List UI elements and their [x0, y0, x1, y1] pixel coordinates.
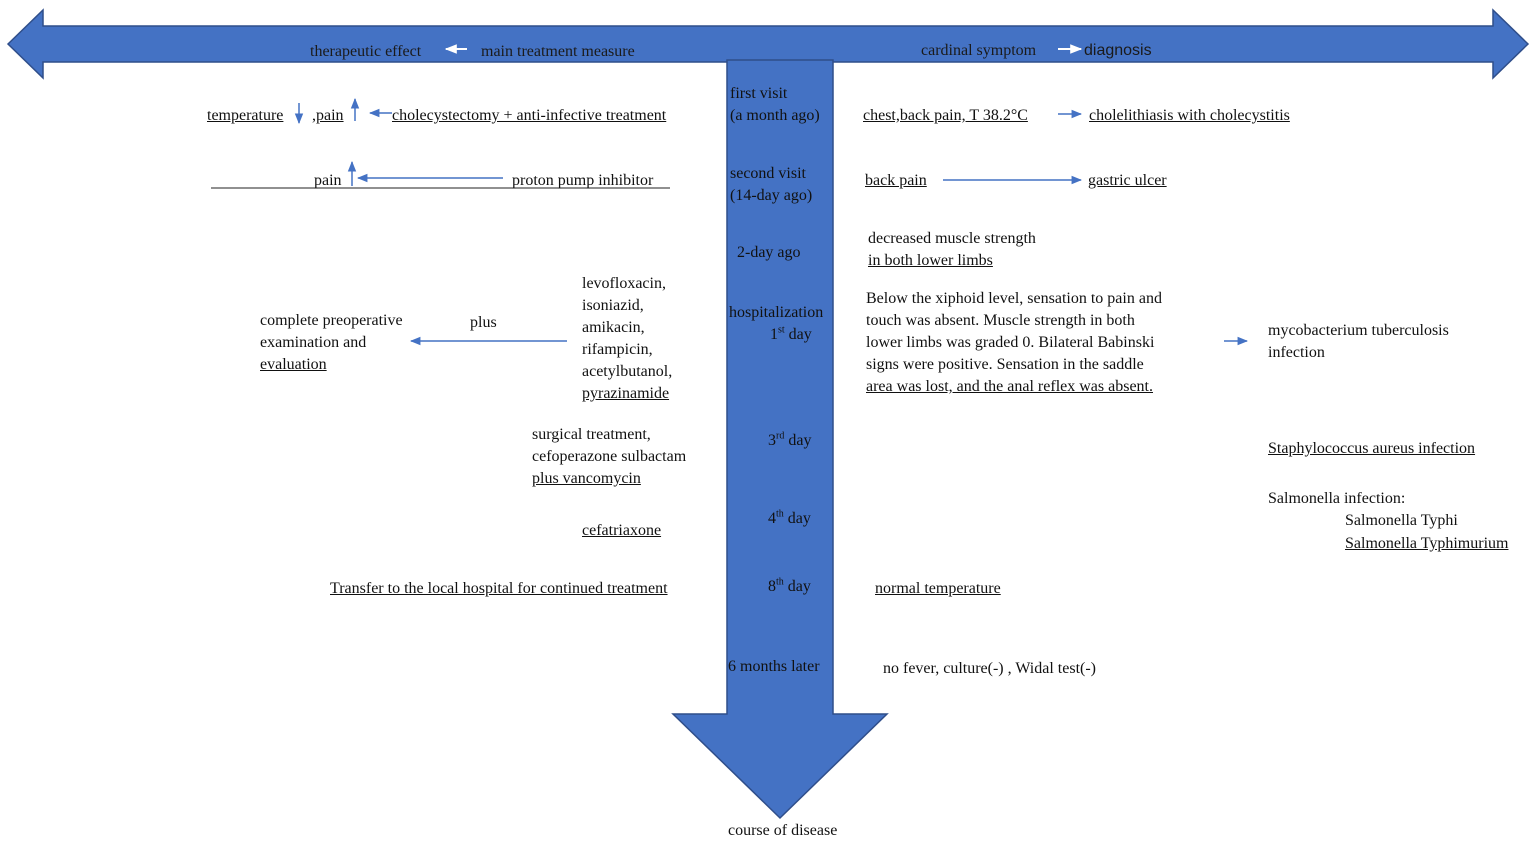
drug-item: acetylbutanol,	[582, 363, 673, 380]
drug-item: pyrazinamide	[582, 385, 670, 402]
drug-item: levofloxacin,	[582, 275, 666, 292]
preoperative-line: examination and	[260, 334, 367, 351]
diagnosis-header: diagnosis	[1084, 42, 1152, 59]
second-visit-time: (14-day ago)	[730, 187, 813, 204]
gastric-ulcer-diagnosis: gastric ulcer	[1088, 172, 1167, 189]
day-1-label: 1st day	[770, 324, 812, 343]
surgical-treatment-measure: surgical treatment, cefoperazone sulbact…	[532, 424, 686, 490]
staph-diagnosis: Staphylococcus aureus infection	[1268, 440, 1476, 457]
no-fever-symptom: no fever, culture(-) , Widal test(-)	[883, 660, 1096, 677]
neuro-line: touch was absent. Muscle strength in bot…	[866, 312, 1135, 329]
hospitalization-label: hospitalization	[729, 304, 824, 321]
neuro-exam-symptom: Below the xiphoid level, sensation to pa…	[866, 288, 1162, 398]
vertical-down-arrow	[671, 59, 889, 820]
tuberculosis-diagnosis: mycobacterium tuberculosis infection	[1268, 320, 1449, 364]
preoperative-line: complete preoperative	[260, 312, 403, 329]
drug-item: amikacin,	[582, 319, 645, 336]
pain-effect: ,pain	[312, 107, 344, 124]
first-visit-label: first visit	[730, 85, 788, 102]
therapeutic-effect-header: therapeutic effect	[310, 43, 422, 60]
neuro-line: signs were positive. Sensation in the sa…	[866, 356, 1144, 373]
cefatriaxone-measure: cefatriaxone	[582, 522, 662, 539]
day-8-label: 8th day	[768, 576, 811, 595]
cholelithiasis-diagnosis: cholelithiasis with cholecystitis	[1089, 107, 1290, 124]
drug-item: rifampicin,	[582, 341, 653, 358]
main-treatment-measure-header: main treatment measure	[481, 43, 635, 60]
tb-line: mycobacterium tuberculosis	[1268, 322, 1449, 339]
day-3-label: 3rd day	[768, 430, 812, 449]
salmonella-diagnosis: Salmonella infection:	[1268, 490, 1406, 507]
plus-label: plus	[470, 314, 497, 331]
two-day-ago-label: 2-day ago	[737, 244, 801, 261]
salmonella-typhi: Salmonella Typhi	[1345, 512, 1458, 529]
day-4-label: 4th day	[768, 508, 811, 527]
second-visit-label: second visit	[730, 165, 806, 182]
muscle-line: decreased muscle strength	[868, 230, 1036, 247]
cholecystectomy-measure: cholecystectomy + anti-infective treatme…	[392, 107, 667, 124]
pain-effect-2: pain	[314, 172, 342, 189]
drug-item: isoniazid,	[582, 297, 644, 314]
neuro-line: area was lost, and the anal reflex was a…	[866, 378, 1153, 395]
preoperative-line: evaluation	[260, 356, 327, 373]
drug-list: levofloxacin, isoniazid, amikacin, rifam…	[582, 273, 672, 405]
course-of-disease-label: course of disease	[728, 822, 838, 839]
preoperative-effect: complete preoperative examination and ev…	[260, 310, 403, 376]
surgical-line: cefoperazone sulbactam	[532, 448, 687, 465]
temperature-effect: temperature	[207, 107, 284, 124]
tb-line: infection	[1268, 344, 1325, 361]
neuro-line: Below the xiphoid level, sensation to pa…	[866, 290, 1162, 307]
transfer-measure: Transfer to the local hospital for conti…	[330, 580, 668, 597]
six-months-later-label: 6 months later	[728, 658, 820, 675]
chest-back-pain-symptom: chest,back pain, T 38.2°C	[863, 107, 1028, 124]
surgical-line: plus vancomycin	[532, 470, 641, 487]
ppi-measure: proton pump inhibitor	[512, 172, 654, 189]
muscle-line: in both lower limbs	[868, 252, 993, 269]
horizontal-double-arrow	[6, 8, 1530, 80]
cardinal-symptom-header: cardinal symptom	[921, 42, 1037, 59]
first-visit-time: (a month ago)	[730, 107, 820, 124]
salmonella-typhimurium: Salmonella Typhimurium	[1345, 535, 1509, 552]
muscle-strength-symptom: decreased muscle strength in both lower …	[868, 228, 1036, 272]
back-pain-symptom: back pain	[865, 172, 927, 189]
surgical-line: surgical treatment,	[532, 426, 651, 443]
neuro-line: lower limbs was graded 0. Bilateral Babi…	[866, 334, 1155, 351]
normal-temperature-symptom: normal temperature	[875, 580, 1001, 597]
